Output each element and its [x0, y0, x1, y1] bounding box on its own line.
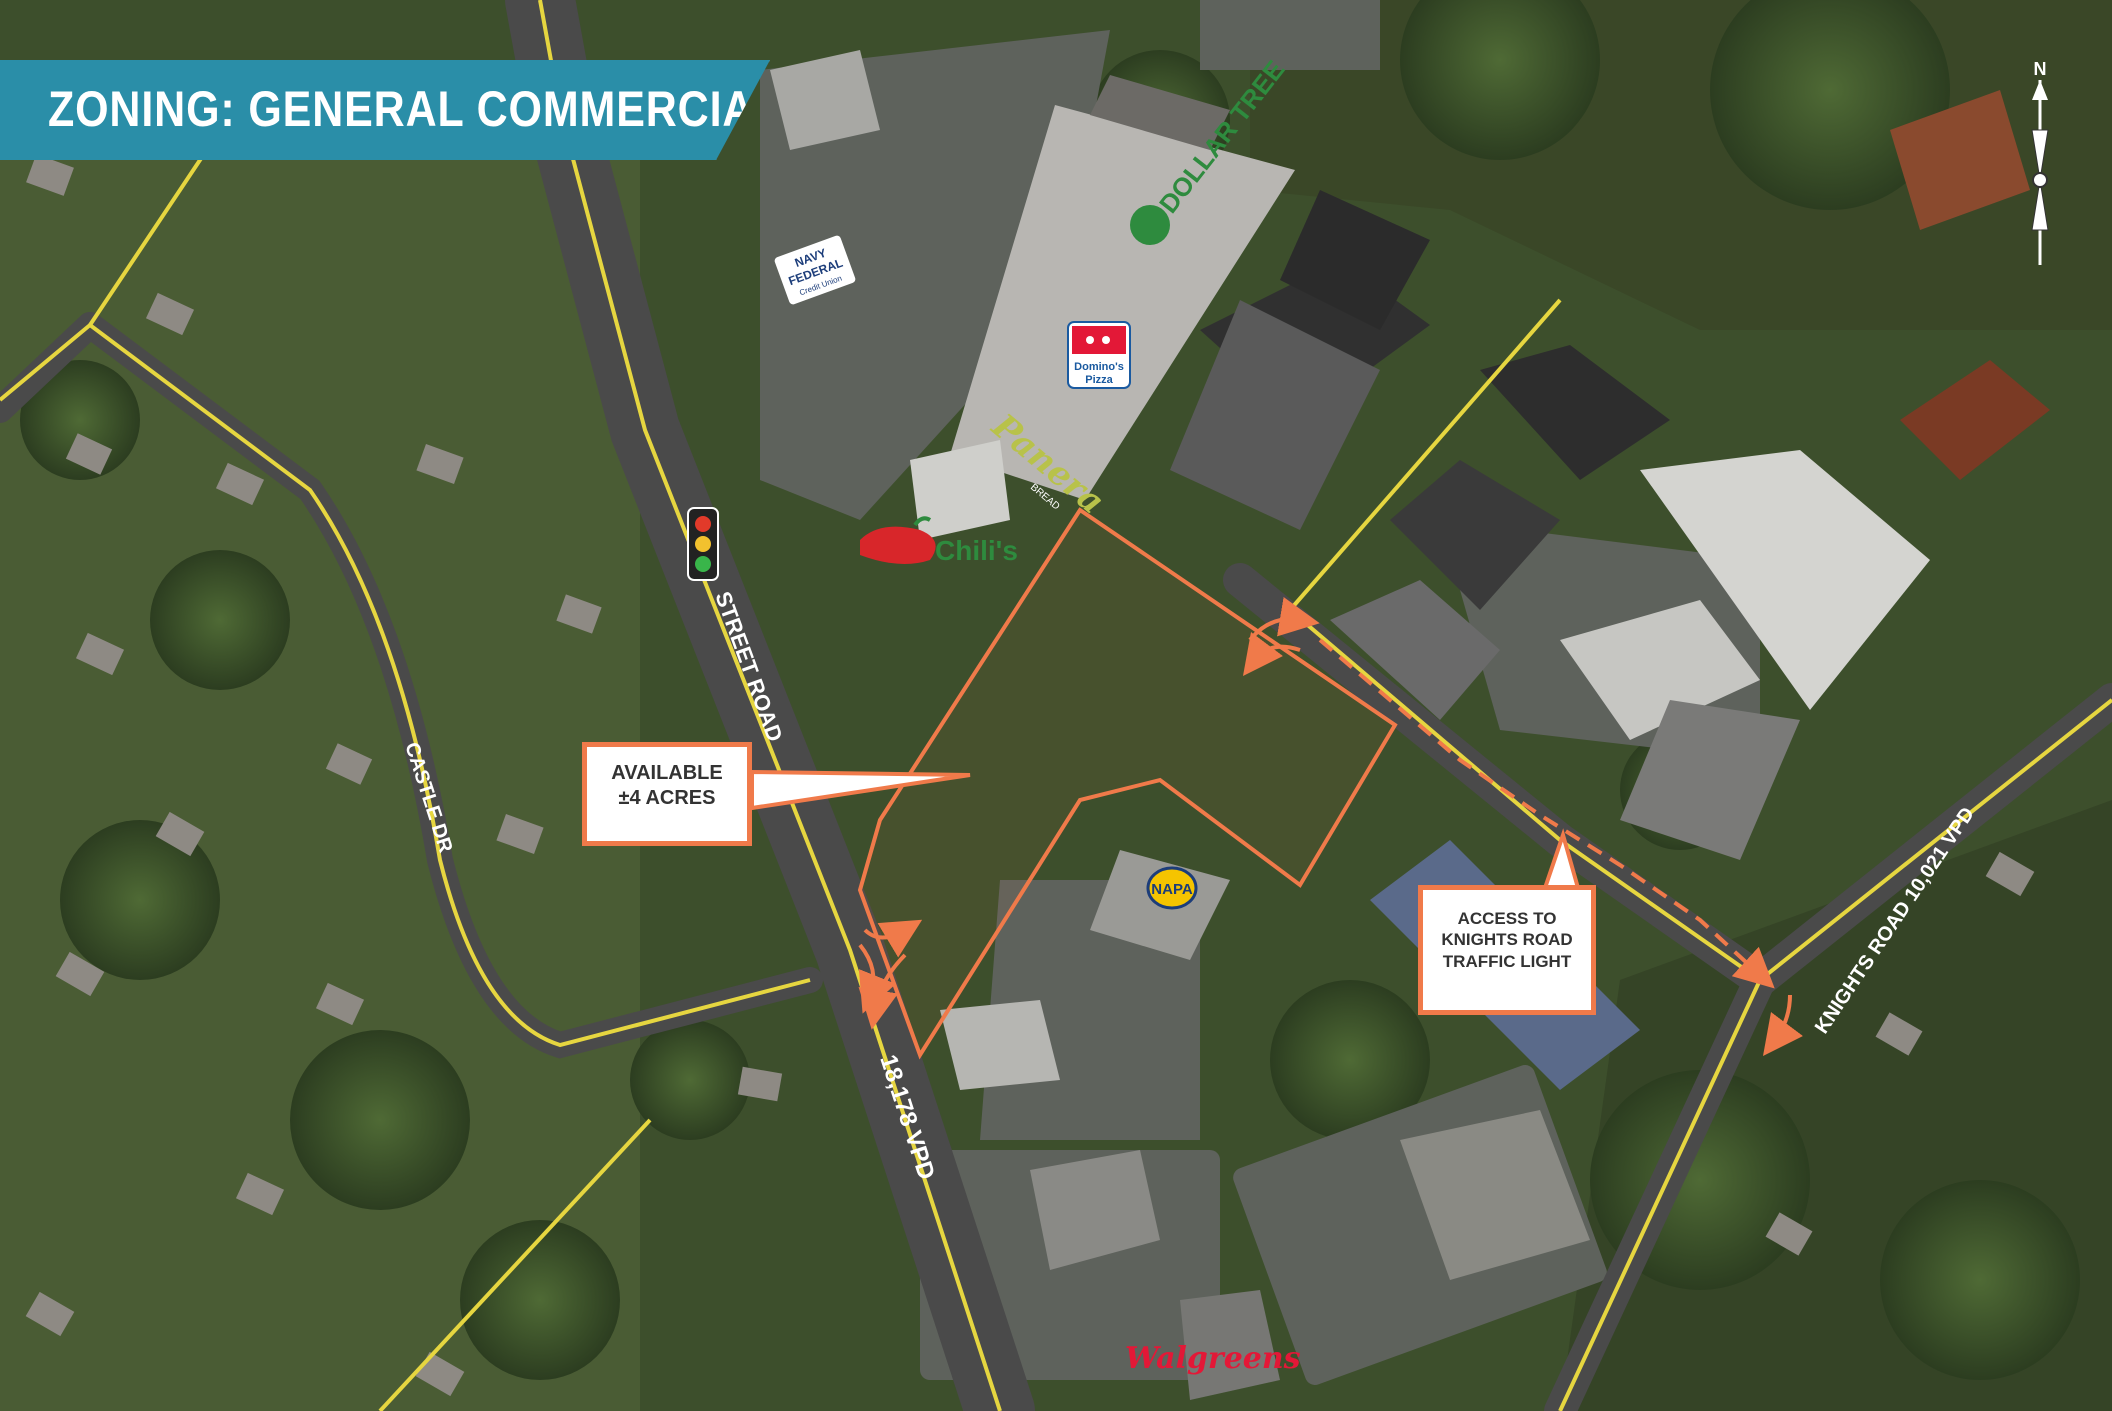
houses	[25, 154, 2035, 1397]
chilis-label: Chili's	[935, 535, 1018, 566]
poi-dominos: Domino's Pizza	[1067, 321, 1131, 389]
access-arrow-icon	[1242, 631, 1301, 676]
zoning-banner-title: ZONING: GENERAL COMMERCIAL (GC)	[48, 81, 891, 137]
access-arrow-icon	[863, 919, 923, 958]
available-callout-line2: ±4 ACRES	[618, 787, 716, 809]
available-acres-callout: AVAILABLE ±4 ACRES	[582, 742, 752, 846]
poi-chilis: Chili's	[860, 516, 1018, 566]
zoning-banner: ZONING: GENERAL COMMERCIAL (GC)	[0, 60, 770, 160]
traffic-light-icon	[687, 507, 719, 581]
dollar-tree-logo	[1130, 205, 1170, 245]
napa-label: NAPA	[1151, 881, 1193, 898]
poi-napa: NAPA	[1146, 866, 1198, 910]
available-callout-line1: AVAILABLE	[611, 762, 723, 784]
poi-walgreens: Walgreens	[1125, 1341, 1301, 1376]
dominos-label-line2: Pizza	[1085, 374, 1113, 386]
entry-arrows	[858, 596, 1803, 1057]
poi-navy-federal: NAVY FEDERAL Credit Union	[774, 235, 856, 305]
access-arrow-icon	[1763, 994, 1803, 1057]
walgreens-label: Walgreens	[1125, 1341, 1301, 1376]
access-callout-line3: TRAFFIC LIGHT	[1442, 951, 1572, 971]
available-callout-pointer	[750, 769, 971, 811]
access-route-arrows	[1318, 638, 1775, 989]
dominos-label-line1: Domino's	[1074, 361, 1124, 373]
chilis-pepper-icon	[860, 526, 936, 564]
navy-federal-logo	[774, 235, 856, 305]
access-arrow-icon	[1318, 638, 1775, 989]
access-callout: ACCESS TO KNIGHTS ROAD TRAFFIC LIGHT	[1418, 885, 1596, 1015]
napa-logo	[1146, 866, 1198, 910]
access-callout-line2: KNIGHTS ROAD	[1441, 930, 1573, 950]
access-arrow-icon	[858, 953, 907, 1030]
compass-north-label: N	[2034, 59, 2047, 79]
access-callout-line1: ACCESS TO	[1457, 909, 1557, 928]
compass-icon: N	[2031, 59, 2049, 265]
